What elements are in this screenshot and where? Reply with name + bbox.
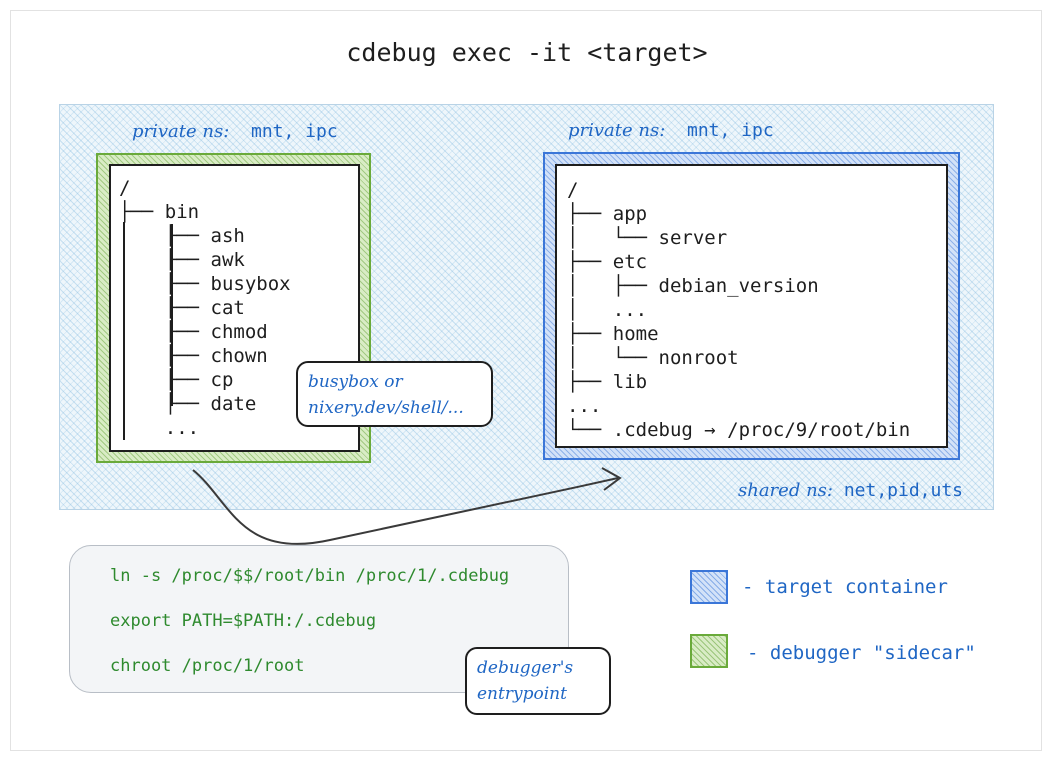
tree-line: ├── chown: [119, 345, 268, 367]
shared-ns-label: shared ns: net,pid,uts: [738, 480, 963, 501]
shared-ns-prefix: shared ns:: [738, 480, 833, 501]
tree-branch-line: [171, 224, 173, 406]
right-ns-prefix: private ns:: [568, 120, 666, 141]
tree-line: │ └── nonroot: [567, 347, 739, 369]
tree-line: ├── lib: [567, 371, 648, 393]
tree-line: ├── ash: [119, 225, 245, 247]
tree-line: ├── busybox: [119, 273, 291, 295]
callout-line: debugger's: [477, 658, 574, 678]
tree-line: ├── chmod: [119, 321, 268, 343]
left-ns-prefix: private ns:: [132, 121, 230, 142]
tree-line: ├── app: [567, 203, 648, 225]
tree-line: /: [567, 179, 579, 201]
right-ns-value: mnt, ipc: [686, 120, 774, 141]
image-source-callout: busybox or nixery.dev/shell/...: [296, 361, 493, 427]
tree-line: ├── cp: [119, 369, 234, 391]
arrow-curve: [192, 469, 619, 545]
legend-target-label: - target container: [742, 576, 948, 598]
tree-line: ...: [567, 395, 602, 417]
tree-line: ├── cat: [119, 297, 245, 319]
tree-line: └── .cdebug → /proc/9/root/bin: [567, 419, 911, 441]
command-line: ln -s /proc/$$/root/bin /proc/1/.cdebug: [110, 566, 510, 586]
callout-line: nixery.dev/shell/...: [308, 398, 464, 418]
tree-line: ...: [119, 417, 200, 439]
tree-trunk-line: [123, 222, 125, 440]
command-line: export PATH=$PATH:/.cdebug: [110, 611, 377, 631]
tree-line: │ ...: [567, 299, 648, 321]
arrow-head: [601, 467, 622, 491]
tree-line: ├── awk: [119, 249, 245, 271]
shared-ns-value: net,pid,uts: [843, 480, 964, 501]
legend-debugger-swatch: [690, 634, 728, 668]
entrypoint-callout: debugger's entrypoint: [465, 647, 611, 715]
legend-target-swatch: [690, 570, 728, 604]
tree-line: ├── home: [567, 323, 659, 345]
target-filesystem-tree: / ├── app │ └── server ├── etc │ ├── deb…: [555, 164, 948, 448]
diagram-title: cdebug exec -it <target>: [346, 38, 708, 67]
left-ns-value: mnt, ipc: [250, 121, 338, 142]
tree-line: ├── etc: [567, 251, 648, 273]
tree-line: ├── bin: [119, 201, 200, 223]
tree-line: /: [119, 177, 131, 199]
legend-debugger-label: - debugger "sidecar": [747, 642, 976, 664]
tree-line: │ ├── debian_version: [567, 275, 819, 297]
command-line: chroot /proc/1/root: [110, 656, 305, 676]
tree-line: ├── date: [119, 393, 257, 415]
callout-line: entrypoint: [477, 684, 567, 704]
left-private-ns-label: private ns: mnt, ipc: [132, 121, 338, 142]
right-private-ns-label: private ns: mnt, ipc: [568, 120, 774, 141]
callout-line: busybox or: [308, 372, 403, 392]
tree-line: │ └── server: [567, 227, 728, 249]
